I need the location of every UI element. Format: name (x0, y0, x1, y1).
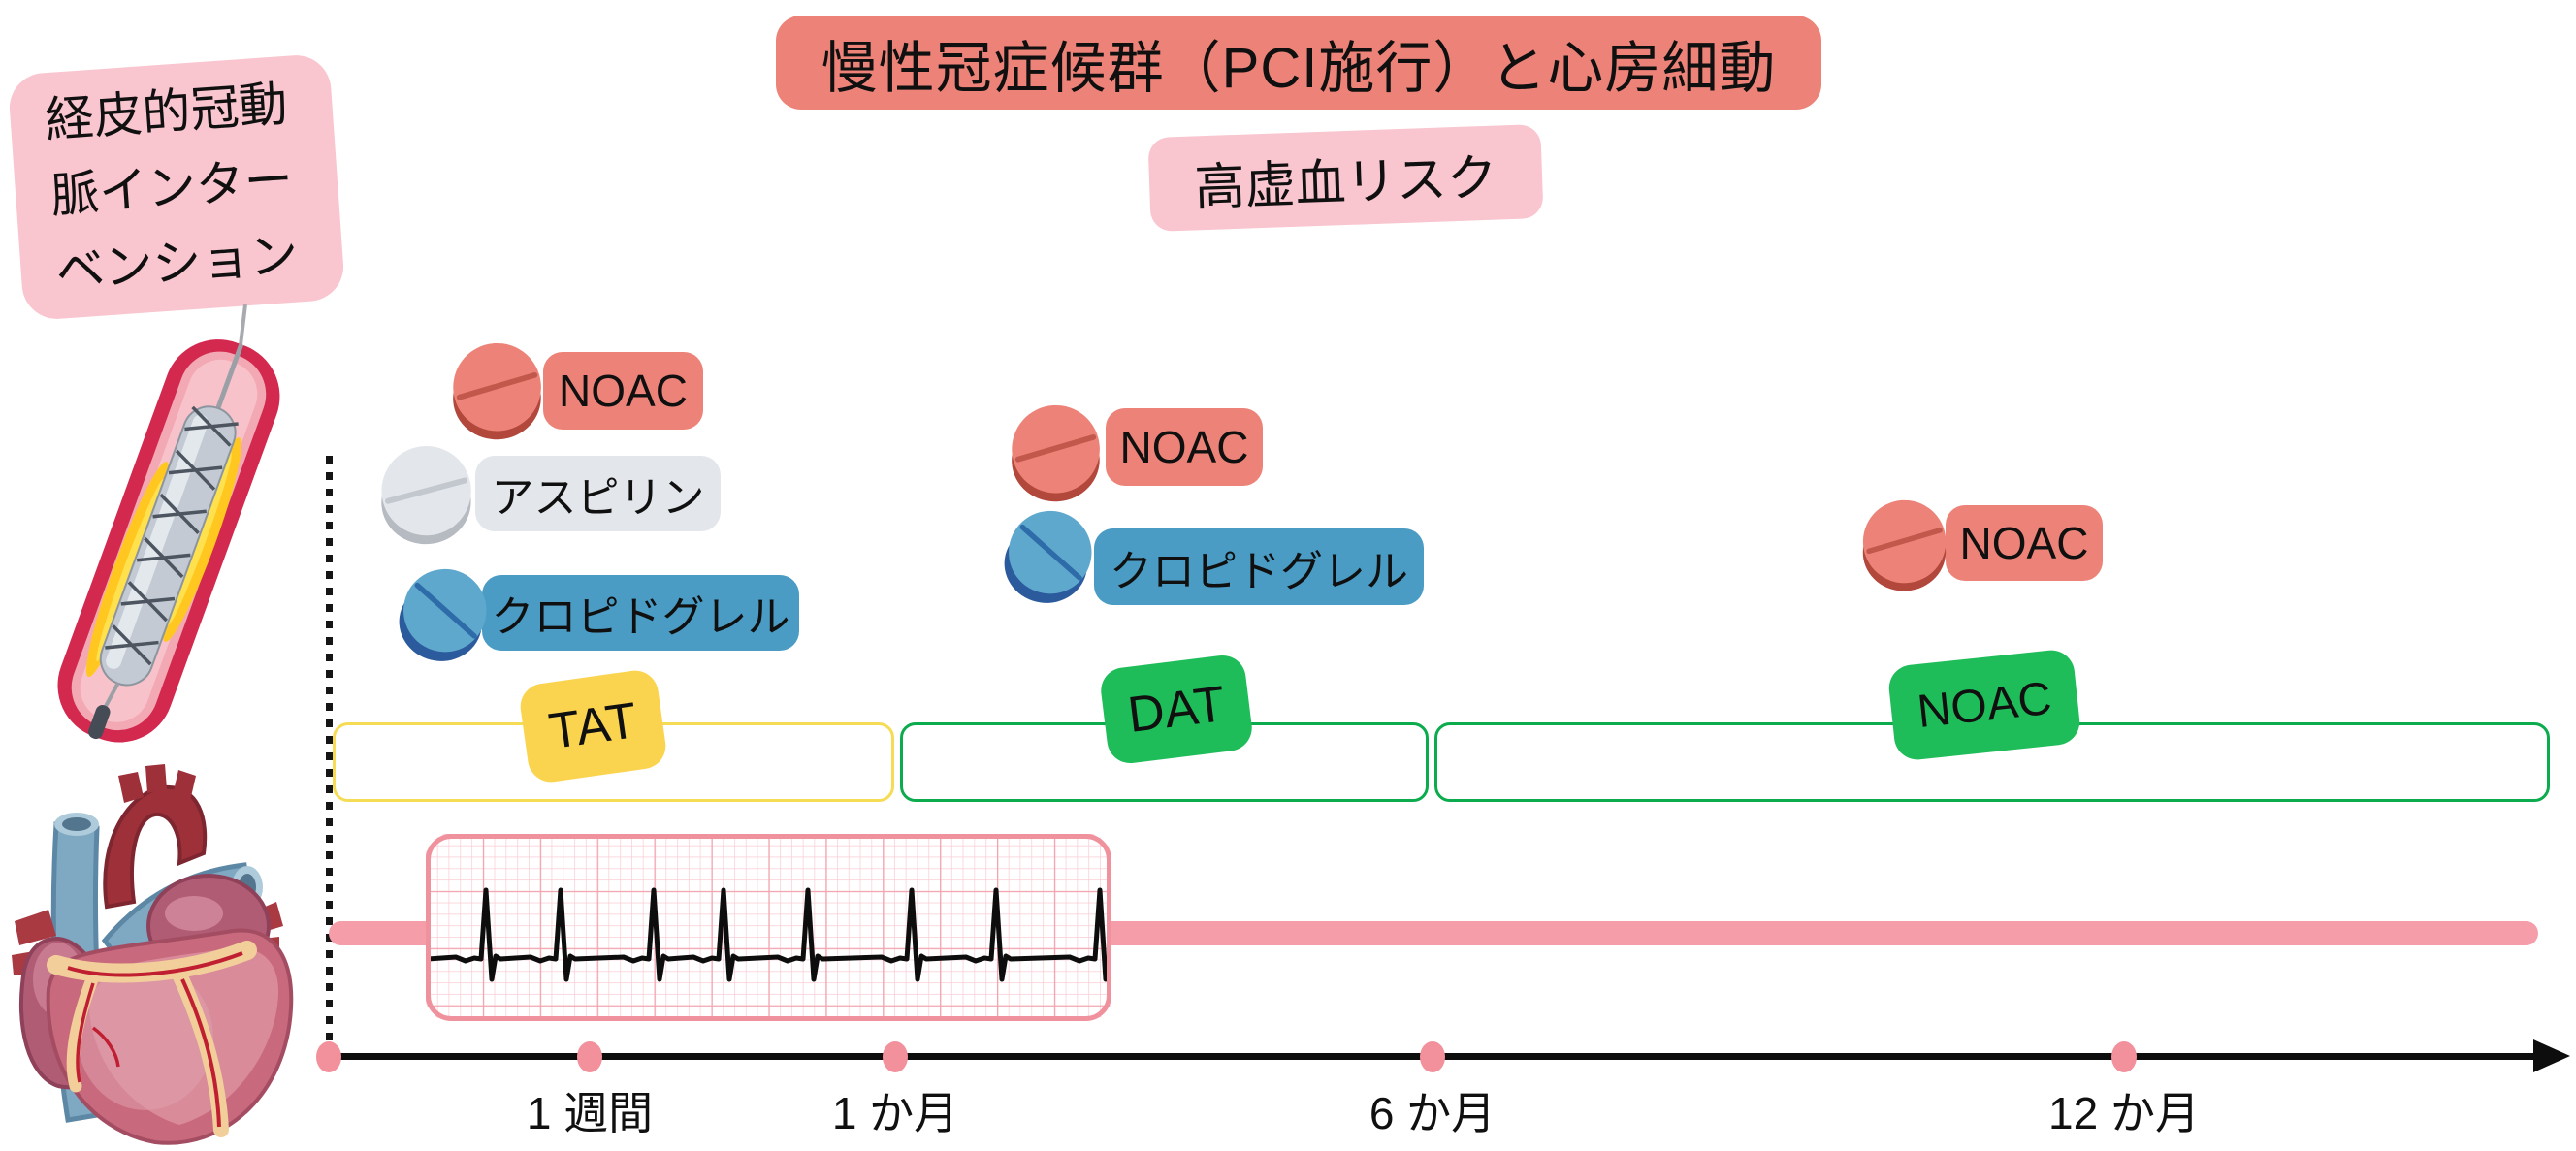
risk-label: 高虚血リスク (1147, 123, 1544, 233)
tick-label-6months: 6 か月 (1368, 1088, 1497, 1138)
timeline-dot-1month (883, 1041, 908, 1072)
tick-label-1week: 1 週間 (526, 1088, 654, 1138)
stent-illustration (57, 304, 280, 743)
aspirin-pill-icon (381, 445, 471, 545)
clopidogrel-pill-icon (1004, 510, 1092, 603)
pci-annotation: 経皮的冠動脈インターベンション (7, 52, 346, 322)
guidewire-icon (239, 304, 247, 346)
noac-badge: NOAC (1886, 648, 2082, 762)
page-title: 慢性冠症候群（PCI施行）と心房細動 (776, 16, 1821, 110)
ecg-trace (427, 887, 1111, 982)
timeline-dot-6months (1420, 1041, 1445, 1072)
noac-pill-icon (1862, 499, 1947, 591)
noac-pill-icon (1012, 404, 1100, 502)
tick-label-1month: 1 か月 (831, 1088, 959, 1138)
timeline-dot-12months (2111, 1041, 2137, 1072)
heart-illustration (12, 764, 294, 1145)
pci-start-dotted-line (326, 456, 333, 1055)
timeline-dot-1week (577, 1041, 602, 1072)
pill-label-noac-1: NOAC (543, 352, 703, 430)
tick-label-12months: 12 か月 (2048, 1088, 2200, 1138)
dat-badge: DAT (1098, 653, 1255, 766)
pill-label-clopidogrel-2: クロピドグレル (1094, 528, 1424, 605)
timeline-arrow-icon (2533, 1039, 2570, 1072)
clopidogrel-pill-icon (399, 568, 487, 661)
ecg-border (426, 834, 1111, 1021)
tat-badge: TAT (517, 667, 669, 785)
pill-label-noac-2: NOAC (1106, 408, 1263, 486)
pill-label-clopidogrel-1: クロピドグレル (482, 575, 799, 651)
pill-label-noac-3: NOAC (1946, 505, 2103, 581)
pill-label-aspirin: アスピリン (475, 456, 721, 531)
ecg-strip (426, 834, 1111, 1021)
noac-pill-icon (453, 342, 541, 440)
timeline-dot-start (316, 1041, 341, 1072)
